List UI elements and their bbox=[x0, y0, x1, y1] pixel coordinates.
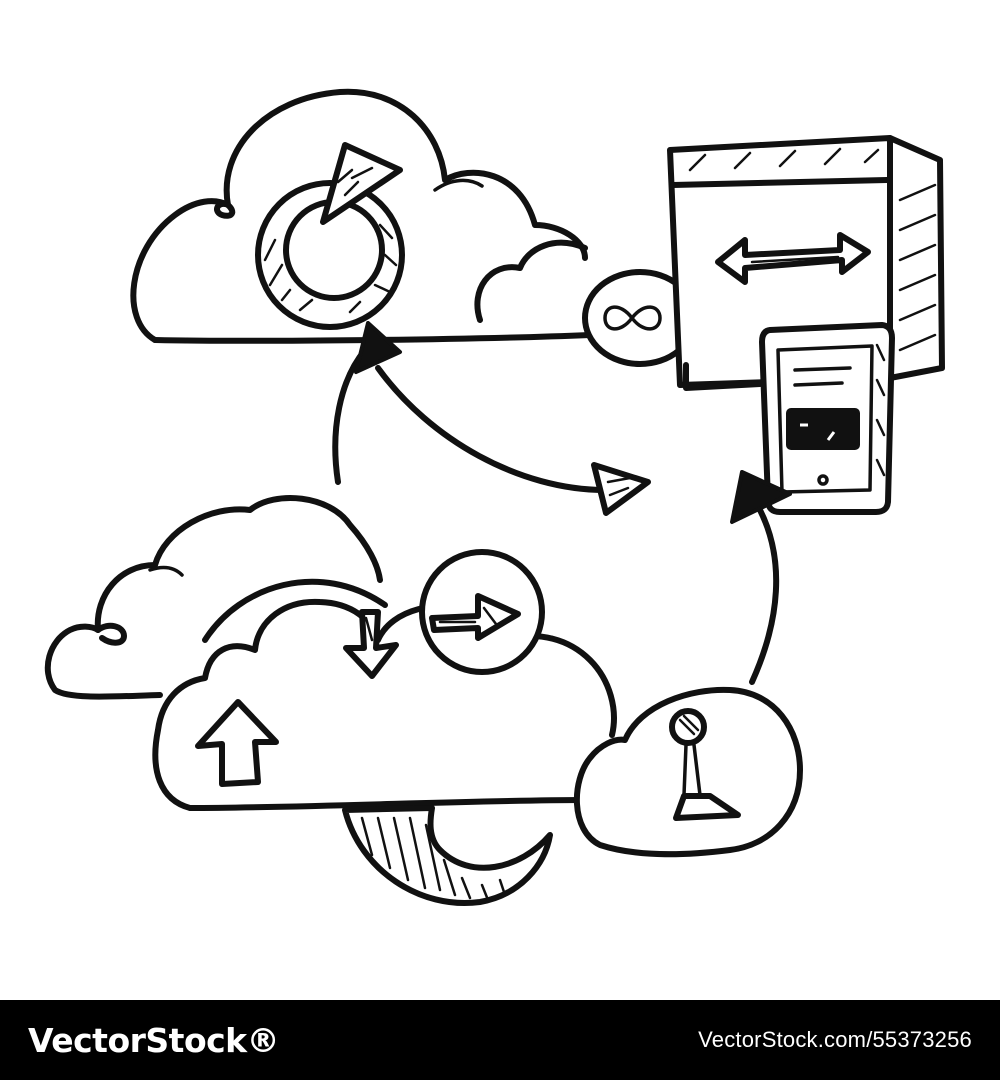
server-connector bbox=[683, 362, 763, 391]
top-cloud-icon bbox=[130, 88, 588, 343]
double-arrow-icon bbox=[715, 232, 871, 285]
joystick-cloud bbox=[573, 686, 803, 858]
top-cloud-bump bbox=[214, 200, 236, 219]
crescent-arrow bbox=[342, 805, 553, 906]
infinity-icon bbox=[582, 269, 698, 367]
curved-arrow-shaft bbox=[375, 365, 608, 493]
curved-arrow-head bbox=[591, 462, 651, 516]
upload-arrow-icon bbox=[195, 699, 279, 787]
top-cloud-inner-bump bbox=[474, 239, 588, 323]
front-cloud bbox=[152, 578, 617, 811]
top-cloud bbox=[130, 88, 593, 344]
joystick-cloud-icon bbox=[573, 686, 803, 858]
watermark-brand: VectorStock® bbox=[28, 1020, 280, 1060]
upward-arrow-head bbox=[354, 321, 402, 374]
cloud-network-sketch bbox=[44, 88, 945, 906]
smartphone-icon bbox=[759, 322, 895, 515]
download-arrow-icon bbox=[343, 609, 399, 679]
joystick-icon bbox=[669, 708, 741, 821]
power-icon bbox=[255, 142, 405, 330]
phone-arrow-head bbox=[730, 470, 792, 524]
phone-arrow-shaft bbox=[749, 507, 780, 685]
watermark-bar: VectorStock® VectorStock.com/55373256 bbox=[0, 1000, 1000, 1080]
back-cloud-icon bbox=[44, 495, 383, 700]
watermark-url: VectorStock.com/55373256 bbox=[698, 1027, 972, 1052]
front-cloud-icon bbox=[152, 598, 617, 811]
back-left-cloud bbox=[44, 495, 383, 700]
sketch-canvas bbox=[44, 88, 945, 906]
right-arrow-icon bbox=[419, 549, 545, 675]
